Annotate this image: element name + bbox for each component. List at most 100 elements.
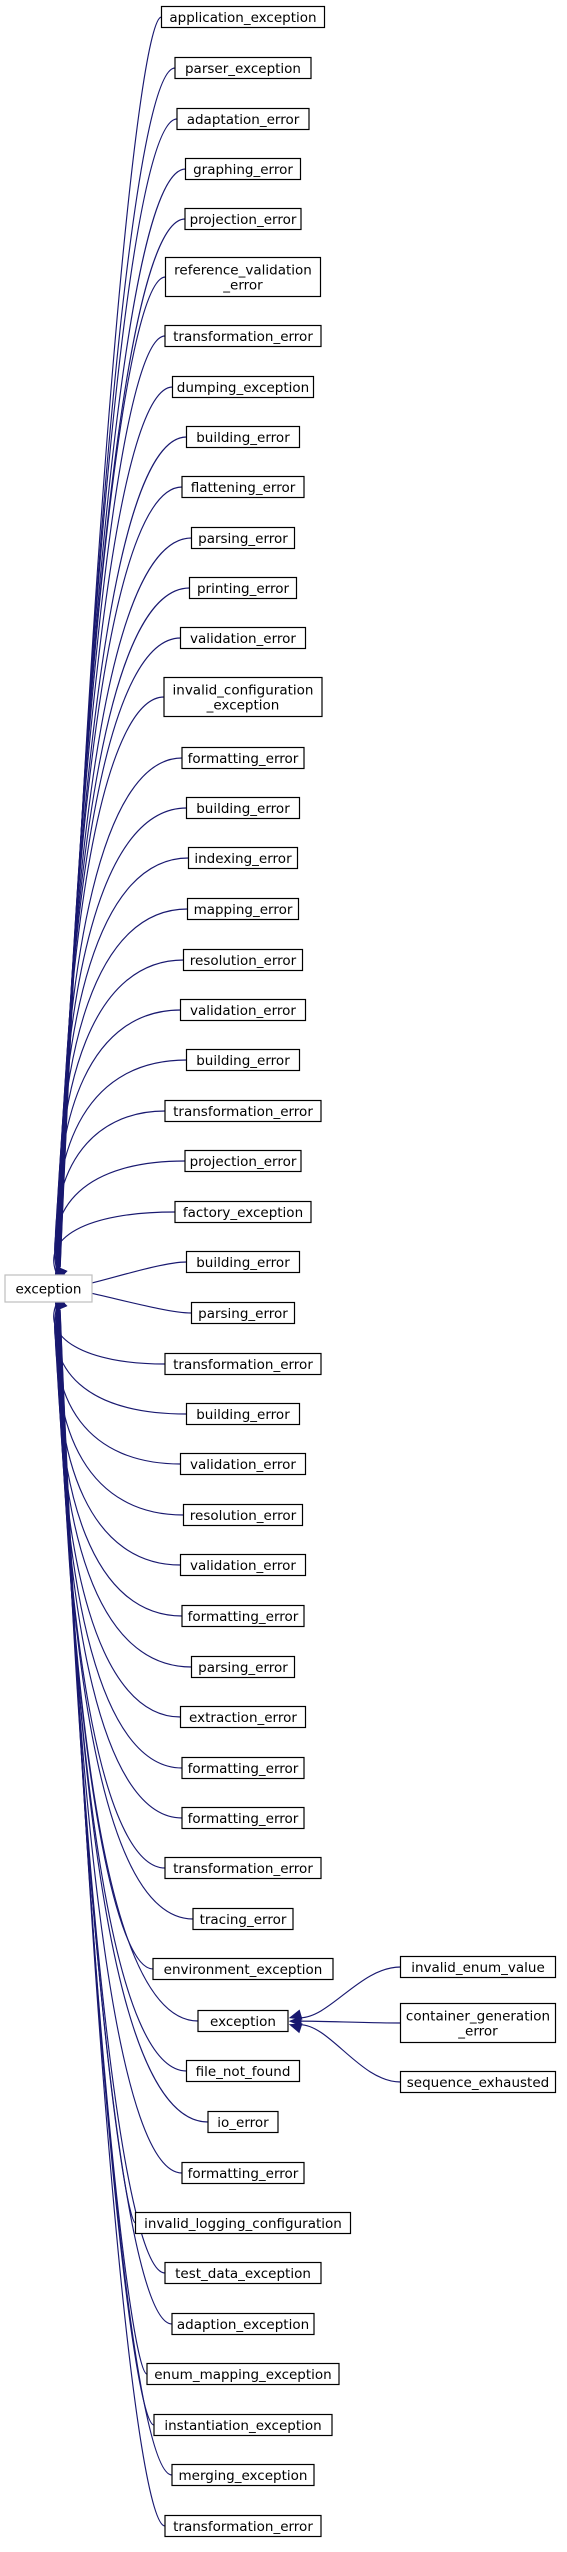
node-c29-label: resolution_error [190,1508,297,1524]
node-c45-label: adaption_exception [177,2317,309,2333]
edge-c10-to-root [58,537,192,1268]
node-g1[interactable]: container_generation_error [399,2002,557,2044]
node-c35[interactable]: formatting_error [181,1806,305,1830]
node-c14[interactable]: formatting_error [181,746,305,770]
node-c46-label: enum_mapping_exception [154,2367,331,2383]
node-g2-label: sequence_exhausted [407,2075,549,2091]
node-c17[interactable]: mapping_error [186,897,300,921]
node-c5-label: reference_validation_error [174,263,312,294]
edge-c38-to-root [58,1309,154,1970]
edge-c1-to-root [59,67,176,1268]
node-exception-root[interactable]: exception [4,1274,93,1303]
node-c47-label: instantiation_exception [164,2418,321,2434]
node-c18[interactable]: resolution_error [182,948,304,972]
node-c6-label: transformation_error [173,329,313,345]
node-c25-box [190,1301,296,1325]
node-c43[interactable]: invalid_logging_configuration [134,2211,352,2235]
node-c17-box [186,897,300,921]
node-c5-box [164,256,322,298]
node-c40[interactable]: file_not_found [185,2059,301,2083]
node-c36-label: transformation_error [173,1861,313,1877]
node-c23[interactable]: factory_exception [174,1200,312,1224]
node-c6[interactable]: transformation_error [164,324,322,348]
node-c33-label: extraction_error [189,1710,297,1726]
node-c17-label: mapping_error [194,902,293,918]
node-c15[interactable]: building_error [185,796,301,820]
node-c38[interactable]: environment_exception [152,1957,334,1981]
node-c36[interactable]: transformation_error [164,1856,322,1880]
node-c42-label: formatting_error [188,2166,299,2182]
node-c39[interactable]: exception [197,2009,289,2033]
node-c48[interactable]: merging_exception [171,2463,315,2487]
node-c0-box [160,5,326,29]
node-c15-box [185,796,301,820]
node-c7-box [171,375,315,399]
node-c23-label: factory_exception [183,1205,303,1221]
node-c25-label: parsing_error [198,1306,288,1322]
node-c42-box [181,2161,305,2185]
node-c25[interactable]: parsing_error [190,1301,296,1325]
node-c14-label: formatting_error [188,751,299,767]
node-c12[interactable]: validation_error [179,626,307,650]
node-c11-label: printing_error [197,581,289,597]
node-c48-label: merging_exception [179,2468,308,2484]
node-c9[interactable]: flattening_error [181,475,305,499]
node-c0[interactable]: application_exception [160,5,326,29]
node-c32-label: parsing_error [198,1660,288,1676]
node-c46[interactable]: enum_mapping_exception [146,2362,340,2386]
node-c22[interactable]: projection_error [184,1149,302,1173]
edge-c45-to-root [59,1309,173,2325]
node-c26[interactable]: transformation_error [164,1352,322,1376]
node-c5[interactable]: reference_validation_error [164,256,322,298]
node-c9-label: flattening_error [191,480,296,496]
node-g0[interactable]: invalid_enum_value [399,1955,557,1979]
node-c27-label: building_error [196,1407,290,1423]
node-c16[interactable]: indexing_error [187,846,299,870]
node-g2-box [399,2070,557,2094]
node-c10[interactable]: parsing_error [190,526,296,550]
node-c32[interactable]: parsing_error [190,1655,296,1679]
node-c31-box [181,1604,305,1628]
node-c47[interactable]: instantiation_exception [153,2413,333,2437]
node-c9-box [181,475,305,499]
node-c30[interactable]: validation_error [179,1553,307,1577]
node-c21[interactable]: transformation_error [164,1099,322,1123]
edge-g0-to-c39 [299,1966,401,2019]
node-c4[interactable]: projection_error [184,207,302,231]
node-c35-label: formatting_error [188,1811,299,1827]
edge-c22-to-root [54,1160,186,1275]
node-c28[interactable]: validation_error [179,1452,307,1476]
node-c44[interactable]: test_data_exception [164,2261,322,2285]
node-c33[interactable]: extraction_error [179,1705,307,1729]
node-c1[interactable]: parser_exception [174,56,312,80]
node-c45[interactable]: adaption_exception [171,2312,315,2336]
edge-c26-to-root [53,1301,166,1365]
node-c27[interactable]: building_error [185,1402,301,1426]
node-c3[interactable]: graphing_error [184,157,302,181]
node-c49[interactable]: transformation_error [164,2514,322,2538]
node-c20[interactable]: building_error [185,1048,301,1072]
node-c11[interactable]: printing_error [188,576,298,600]
node-c12-box [179,626,307,650]
node-c41[interactable]: io_error [207,2110,279,2134]
edge-c48-to-root [59,1309,173,2476]
node-c34[interactable]: formatting_error [181,1756,305,1780]
node-c13[interactable]: invalid_configuration_exception [163,676,323,718]
node-g2[interactable]: sequence_exhausted [399,2070,557,2094]
edge-g2-to-c39 [299,2024,401,2083]
node-c33-box [179,1705,307,1729]
node-c8[interactable]: building_error [185,425,301,449]
node-c42[interactable]: formatting_error [181,2161,305,2185]
node-c7-label: dumping_exception [177,380,309,396]
node-c24[interactable]: building_error [185,1250,301,1274]
node-c19[interactable]: validation_error [179,998,307,1022]
node-c44-label: test_data_exception [175,2266,311,2282]
node-c37[interactable]: tracing_error [192,1907,294,1931]
edge-c42-to-root [58,1309,183,2174]
node-c2[interactable]: adaptation_error [176,107,310,131]
node-c48-box [171,2463,315,2487]
node-c7[interactable]: dumping_exception [171,375,315,399]
edge-c21-to-root [54,1110,166,1274]
node-c31[interactable]: formatting_error [181,1604,305,1628]
node-c29[interactable]: resolution_error [182,1503,304,1527]
